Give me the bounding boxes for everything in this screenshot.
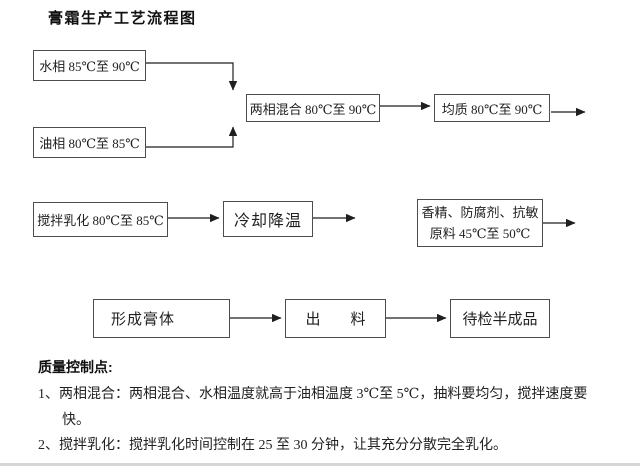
- flow-box-stir-emulsify-label: 搅拌乳化 80℃至 85℃: [37, 213, 164, 228]
- flow-box-two-phase-mixing-label: 两相混合 80℃至 90℃: [249, 101, 377, 117]
- flow-box-oil-phase: 油相 80℃至 85℃: [33, 127, 146, 158]
- flow-box-semi-finished: 待检半成品: [450, 299, 550, 338]
- flow-box-two-phase-mixing: 两相混合 80℃至 90℃: [246, 94, 380, 122]
- page-edge-divider: [0, 463, 640, 466]
- flow-box-form-paste: 形成膏体: [93, 299, 230, 338]
- flow-box-water-phase-label: 水相 85℃至 90℃: [39, 59, 140, 74]
- flow-box-form-paste-label: 形成膏体: [111, 312, 176, 328]
- quality-note-1-line-2: 快。: [62, 413, 90, 428]
- quality-note-2: 2、搅拌乳化：搅拌乳化时间控制在 25 至 30 分钟，让其充分分散完全乳化。: [38, 438, 507, 453]
- page-title: 膏霜生产工艺流程图: [48, 10, 197, 27]
- flow-box-additives-line1: 香精、防腐剂、抗敏: [421, 205, 539, 220]
- flow-box-oil-phase-label: 油相 80℃至 85℃: [39, 136, 140, 151]
- flow-box-discharge: 出 料: [285, 299, 386, 338]
- flow-box-homogenize: 均质 80℃至 90℃: [434, 94, 550, 122]
- flow-box-discharge-label: 出 料: [305, 312, 366, 328]
- flow-box-additives-line2: 原料 45℃至 50℃: [429, 226, 531, 241]
- flow-box-cooling-label: 冷却降温: [233, 213, 302, 230]
- flow-box-cooling: 冷却降温: [223, 201, 313, 237]
- flow-box-additives: 香精、防腐剂、抗敏 原料 45℃至 50℃: [417, 199, 543, 247]
- flow-box-semi-finished-label: 待检半成品: [462, 312, 538, 328]
- arrow-oil-to-mix: [146, 126, 238, 148]
- quality-control-heading: 质量控制点:: [38, 359, 113, 375]
- flow-box-water-phase: 水相 85℃至 90℃: [33, 50, 146, 81]
- flow-box-homogenize-label: 均质 80℃至 90℃: [441, 101, 543, 117]
- flow-box-stir-emulsify: 搅拌乳化 80℃至 85℃: [33, 202, 168, 237]
- quality-note-1-line-1: 1、两相混合：两相混合、水相温度就高于油相温度 3℃至 5℃，抽料要均匀，搅拌速…: [38, 387, 588, 402]
- arrow-water-to-mix: [146, 62, 238, 91]
